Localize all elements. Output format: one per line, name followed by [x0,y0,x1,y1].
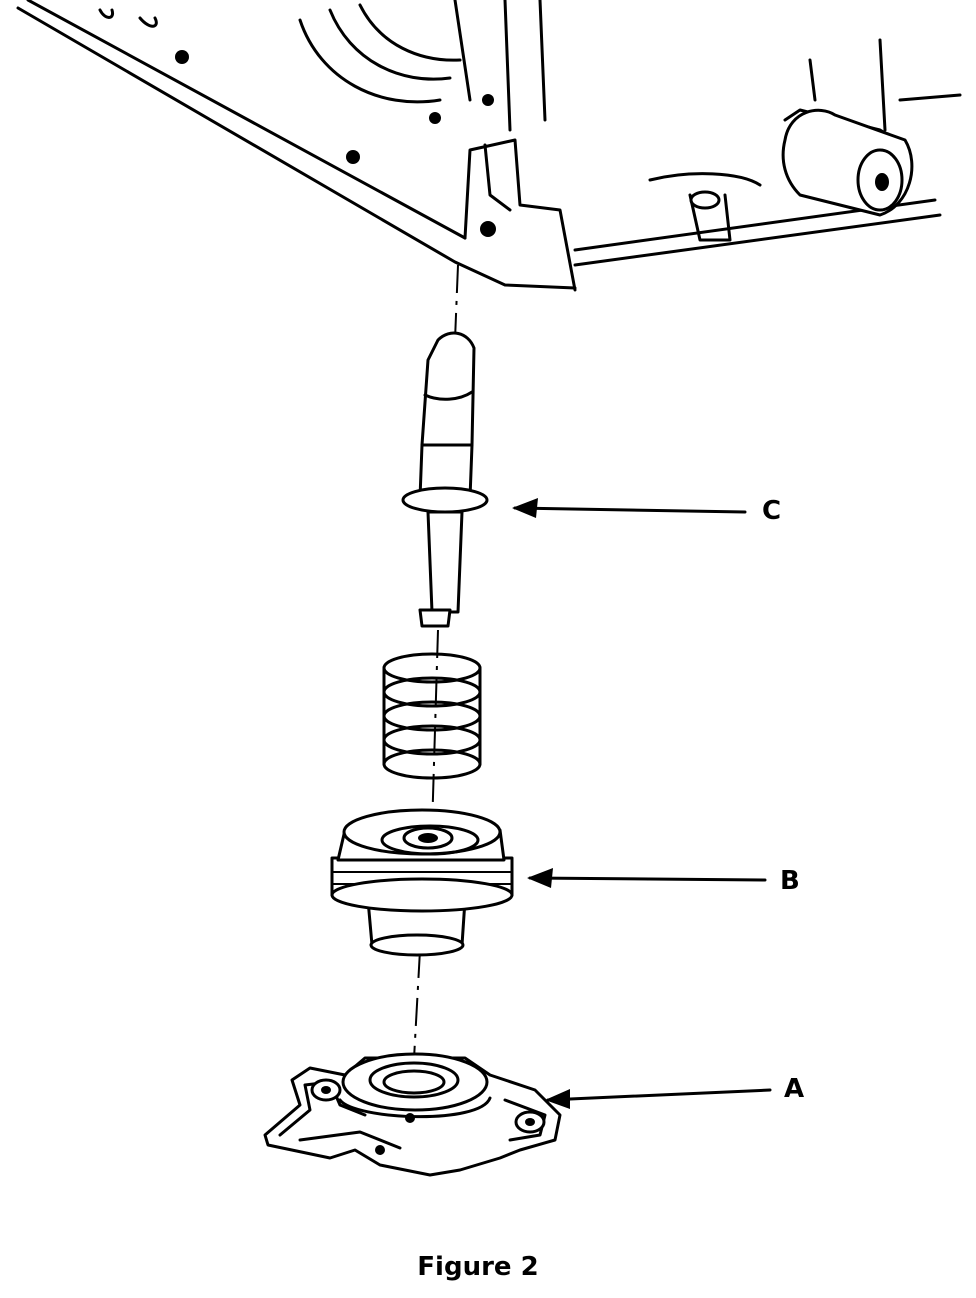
arrow-b [528,876,767,882]
callout-label-c: C [762,496,782,526]
arrow-a [546,1088,772,1102]
figure-caption: Figure 2 [0,1252,976,1282]
arrowhead-c [512,498,538,518]
figure-caption-text: Figure 2 [417,1252,539,1282]
arrow-c [513,506,747,514]
spring [382,652,482,780]
part-a-cover-plate [263,1052,562,1177]
callout-label-a: A [784,1074,805,1104]
part-c-valve-pin [401,331,489,628]
callout-label-b: B [780,866,800,896]
part-b-piston [330,808,514,957]
transmission-case [16,0,962,292]
leader-arrows [512,498,772,1109]
arrowhead-a [545,1089,570,1109]
arrowhead-b [527,868,553,888]
